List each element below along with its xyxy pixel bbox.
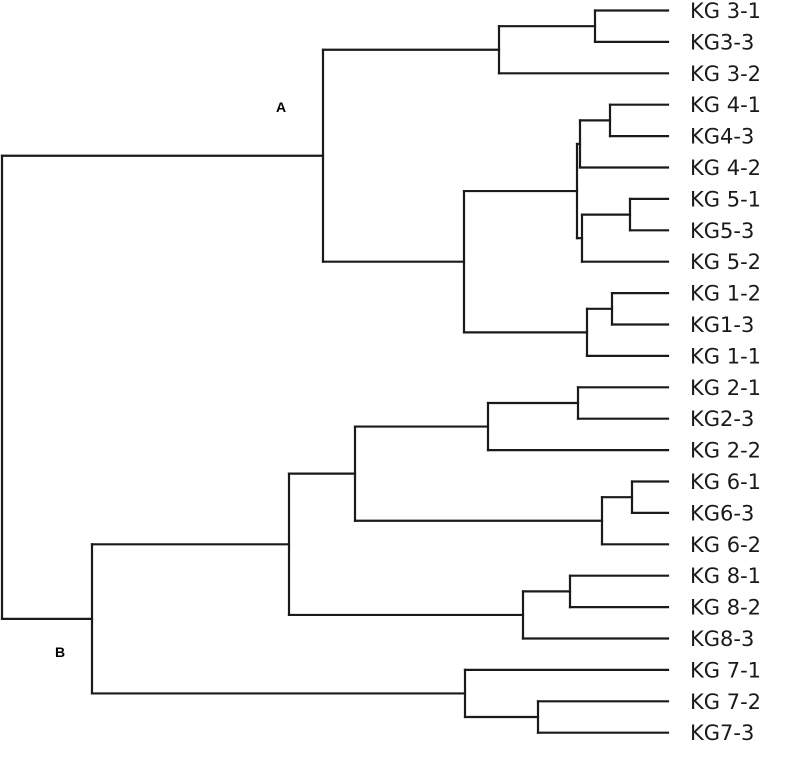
leaf-label-kg7-1: KG 7-1 bbox=[690, 658, 761, 682]
leaf-label-kg1-3: KG1-3 bbox=[690, 313, 754, 337]
leaf-label-kg4-3: KG4-3 bbox=[690, 125, 754, 149]
leaf-label-kg8-1: KG 8-1 bbox=[690, 564, 761, 588]
cluster-label-b: B bbox=[55, 644, 65, 660]
leaf-label-kg3-3: KG3-3 bbox=[690, 30, 754, 54]
leaf-label-kg5-1: KG 5-1 bbox=[690, 187, 761, 211]
leaf-label-kg3-1: KG 3-1 bbox=[690, 0, 761, 23]
leaf-label-kg4-1: KG 4-1 bbox=[690, 93, 761, 117]
leaf-label-kg3-2: KG 3-2 bbox=[690, 62, 761, 86]
leaf-label-kg8-3: KG8-3 bbox=[690, 627, 754, 651]
leaf-label-kg8-2: KG 8-2 bbox=[690, 596, 761, 620]
leaf-label-kg5-3: KG5-3 bbox=[690, 219, 754, 243]
leaf-label-kg2-1: KG 2-1 bbox=[690, 376, 761, 400]
dendrogram-branches bbox=[0, 9, 670, 734]
leaf-label-kg2-3: KG2-3 bbox=[690, 407, 754, 431]
leaf-label-kg6-3: KG6-3 bbox=[690, 501, 754, 525]
cluster-label-a: A bbox=[276, 99, 286, 115]
leaf-label-kg5-2: KG 5-2 bbox=[690, 250, 761, 274]
leaf-label-kg2-2: KG 2-2 bbox=[690, 439, 761, 463]
leaf-label-kg6-1: KG 6-1 bbox=[690, 470, 761, 494]
leaf-label-kg6-2: KG 6-2 bbox=[690, 533, 761, 557]
leaf-label-kg4-2: KG 4-2 bbox=[690, 156, 761, 180]
leaf-label-kg1-1: KG 1-1 bbox=[690, 344, 761, 368]
leaf-label-kg7-2: KG 7-2 bbox=[690, 690, 761, 714]
leaf-label-kg7-3: KG7-3 bbox=[690, 721, 754, 745]
leaf-label-kg1-2: KG 1-2 bbox=[690, 282, 761, 306]
